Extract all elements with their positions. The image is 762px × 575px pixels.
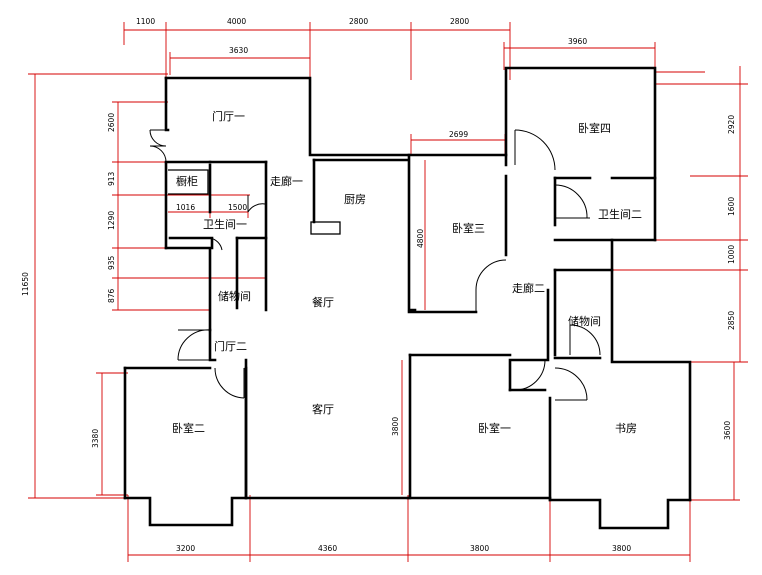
dim-inner-3800: 3800: [391, 417, 400, 436]
dim-top-3960: 3960: [568, 37, 587, 46]
dim-left-3380: 3380: [91, 429, 100, 448]
room-label-cabinet: 橱柜: [176, 174, 198, 188]
room-label-bathroom1: 卫生间一: [203, 217, 247, 231]
dim-right-2920: 2920: [727, 115, 736, 134]
room-label-foyer1: 门厅一: [212, 109, 245, 123]
dim-top-2800b: 2800: [450, 17, 469, 26]
room-label-corridor1: 走廊一: [270, 174, 303, 188]
dim-top-3630: 3630: [229, 46, 248, 55]
dim-bottom-3200: 3200: [176, 544, 195, 553]
room-label-dining: 餐厅: [312, 295, 334, 309]
room-label-bedroom1: 卧室一: [478, 421, 511, 435]
dim-inner-1500: 1500: [228, 203, 247, 212]
room-label-corridor2: 走廊二: [512, 281, 545, 295]
dim-right-3600: 3600: [723, 421, 732, 440]
dim-left-876: 876: [107, 288, 116, 303]
dim-inner-1016: 1016: [176, 203, 195, 212]
room-label-storage2: 储物间: [568, 314, 601, 328]
door-swings: [149, 129, 601, 401]
dim-left-935: 935: [107, 255, 116, 270]
room-label-bedroom4: 卧室四: [578, 121, 611, 135]
room-label-living: 客厅: [312, 402, 334, 416]
dimension-lines: [28, 22, 748, 562]
dim-right-1600: 1600: [727, 197, 736, 216]
walls: [123, 66, 692, 530]
room-label-bedroom2: 卧室二: [172, 421, 205, 435]
dim-top-1100: 1100: [136, 17, 155, 26]
dim-right-1000: 1000: [727, 245, 736, 264]
room-label-storage1: 储物间: [218, 289, 251, 303]
dim-top-4000: 4000: [227, 17, 246, 26]
room-label-foyer2: 门厅二: [214, 339, 247, 353]
room-label-bedroom3: 卧室三: [452, 221, 485, 235]
dim-top-2800a: 2800: [349, 17, 368, 26]
dim-right-2850: 2850: [727, 311, 736, 330]
dim-left-2600: 2600: [107, 113, 116, 132]
dim-top-2699: 2699: [449, 130, 468, 139]
dim-bottom-3800a: 3800: [470, 544, 489, 553]
room-label-study: 书房: [615, 422, 637, 435]
room-label-kitchen: 厨房: [344, 193, 366, 206]
room-label-bathroom2: 卫生间二: [598, 207, 642, 221]
dimension-labels: 1100 4000 2800 2800 3630 3960 2699 11650…: [21, 17, 736, 553]
dim-left-1290: 1290: [107, 211, 116, 230]
dim-left-11650: 11650: [21, 272, 30, 296]
dim-bottom-4360: 4360: [318, 544, 337, 553]
dim-left-913: 913: [107, 171, 116, 186]
room-labels: 门厅一 橱柜 走廊一 厨房 卫生间一 储物间 餐厅 门厅二 卧室二 客厅 卧室四…: [172, 109, 642, 435]
dim-inner-4800: 4800: [416, 229, 425, 248]
dim-bottom-3800b: 3800: [612, 544, 631, 553]
